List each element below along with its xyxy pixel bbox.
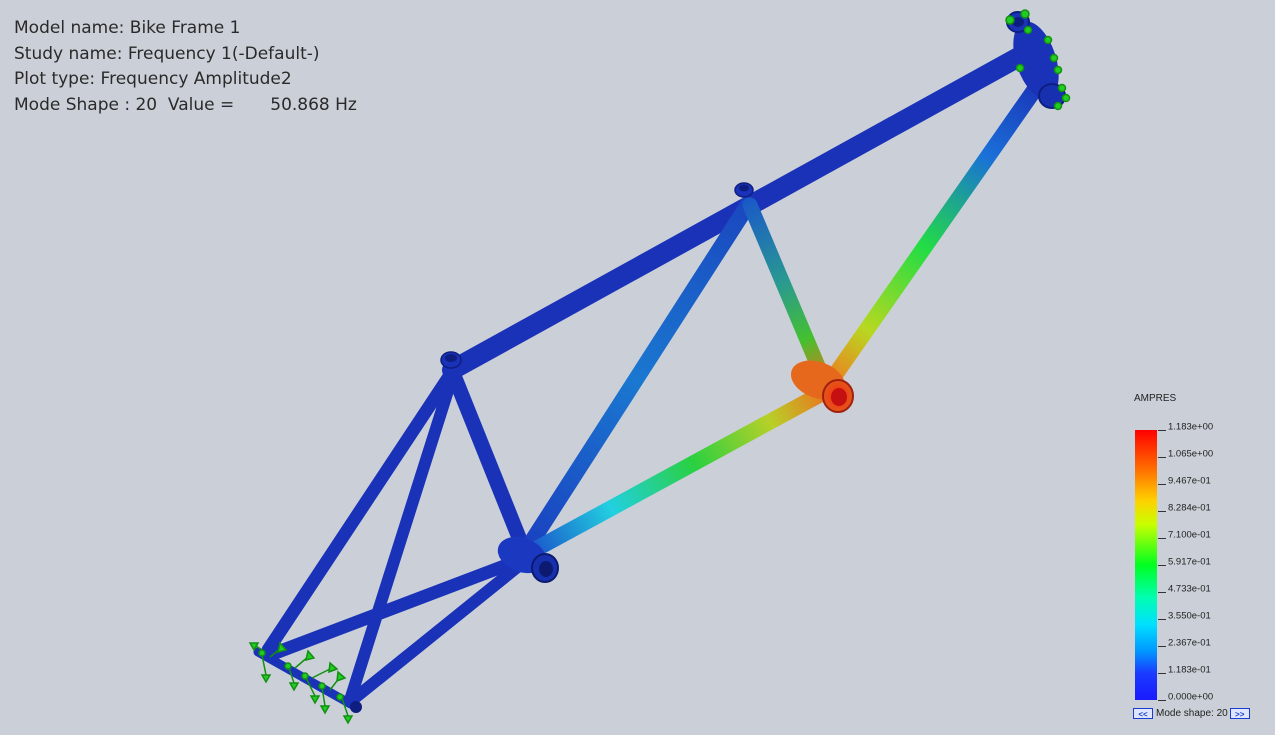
chain-stay [517,380,840,563]
legend-label: 4.733e-01 [1168,583,1211,595]
mode-shape-indicator: Mode shape: 20 [1156,707,1228,719]
legend-label: 0.000e+00 [1168,691,1214,703]
next-mode-button[interactable]: >> [1229,707,1250,719]
rear-stay-upper [344,559,526,708]
seat-stay-rear [447,370,532,558]
legend-color-bar [1135,430,1157,700]
rear-brace-left [261,368,457,657]
plot-type: Plot type: Frequency Amplitude2 [14,69,292,89]
front-fixture-markers [1005,9,1071,111]
legend-ticks [1158,430,1218,701]
legend-label: 7.100e-01 [1168,529,1211,541]
legend-label: 9.467e-01 [1168,475,1211,487]
down-tube [820,74,1048,393]
seat-tube [742,197,834,393]
legend-tick [1158,538,1166,539]
legend-label: 3.550e-01 [1168,610,1211,622]
legend-tick [1158,619,1166,620]
legend-tick [1158,646,1166,647]
mode-shape-line: Mode Shape : 20 Value = 50.868 Hz [14,93,357,119]
fixture-markers [248,9,1071,725]
legend-label: 1.065e+00 [1168,448,1214,460]
diagonal-tube [517,197,756,560]
rear-stay-lower [263,553,527,662]
mode-shape-value: 50.868 Hz [270,94,357,115]
legend-tick [1158,430,1166,431]
mode-shape-label: Mode Shape : 20 Value = [14,94,235,115]
legend-tick [1158,673,1166,674]
legend-label: 1.183e-01 [1168,664,1211,676]
legend-label: 8.284e-01 [1168,502,1211,514]
rear-brace-right [344,372,458,706]
previous-mode-button[interactable]: << [1133,707,1153,719]
rear-fixture-arrows [248,641,354,725]
legend-label: 1.183e+00 [1168,421,1214,433]
legend-tick [1158,565,1166,566]
legend-tick [1158,511,1166,512]
legend-title: AMPRES [1134,393,1177,404]
legend-tick [1158,700,1166,701]
study-info: Model name: Bike Frame 1 Study name: Fre… [14,16,357,118]
legend-tick [1158,484,1166,485]
study-name: Study name: Frequency 1(-Default-) [14,43,320,64]
legend-tick [1158,592,1166,593]
rear-frame [253,368,532,712]
legend-tick [1158,457,1166,458]
legend-label: 2.367e-01 [1168,637,1211,649]
main-frame [442,38,1048,563]
mode-shape-navigator: << Mode shape: 20 >> [1133,706,1250,720]
model-name: Model name: Bike Frame 1 [14,18,241,38]
legend-label: 5.917e-01 [1168,556,1211,568]
